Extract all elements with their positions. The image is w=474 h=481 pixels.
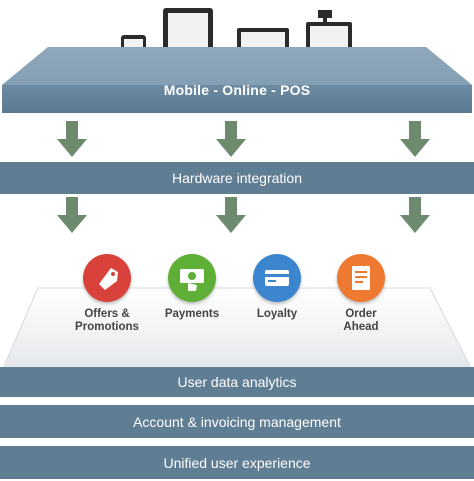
order-icon (337, 254, 385, 302)
services-tray (3, 287, 471, 367)
down-arrow-icon (57, 197, 87, 233)
service-label-line1: Loyalty (256, 308, 298, 320)
hardware-integration-layer: Hardware integration (0, 162, 474, 194)
down-arrow-icon (216, 197, 246, 233)
service-label-line1: Order (345, 308, 377, 320)
user-data-analytics-layer: User data analytics (0, 367, 474, 397)
service-label-line1: Offers & (84, 308, 130, 320)
card-icon (253, 254, 301, 302)
service-offers: Offers & Promotions (62, 254, 152, 334)
service-payments: Payments (147, 254, 237, 321)
service-loyalty: Loyalty (232, 254, 322, 321)
payment-icon (168, 254, 216, 302)
down-arrow-icon (400, 197, 430, 233)
service-label-line2: Promotions (75, 321, 139, 333)
channels-label: Mobile - Online - POS (163, 82, 311, 98)
service-label-line1: Payments (164, 308, 220, 320)
unified-experience-layer: Unified user experience (0, 446, 474, 479)
channel-platform (2, 47, 472, 113)
service-label-line2: Ahead (343, 321, 379, 333)
tag-icon (83, 254, 131, 302)
service-order-ahead: Order Ahead (316, 254, 406, 334)
down-arrow-icon (57, 121, 87, 157)
down-arrow-icon (216, 121, 246, 157)
down-arrow-icon (400, 121, 430, 157)
account-invoicing-layer: Account & invoicing management (0, 405, 474, 438)
